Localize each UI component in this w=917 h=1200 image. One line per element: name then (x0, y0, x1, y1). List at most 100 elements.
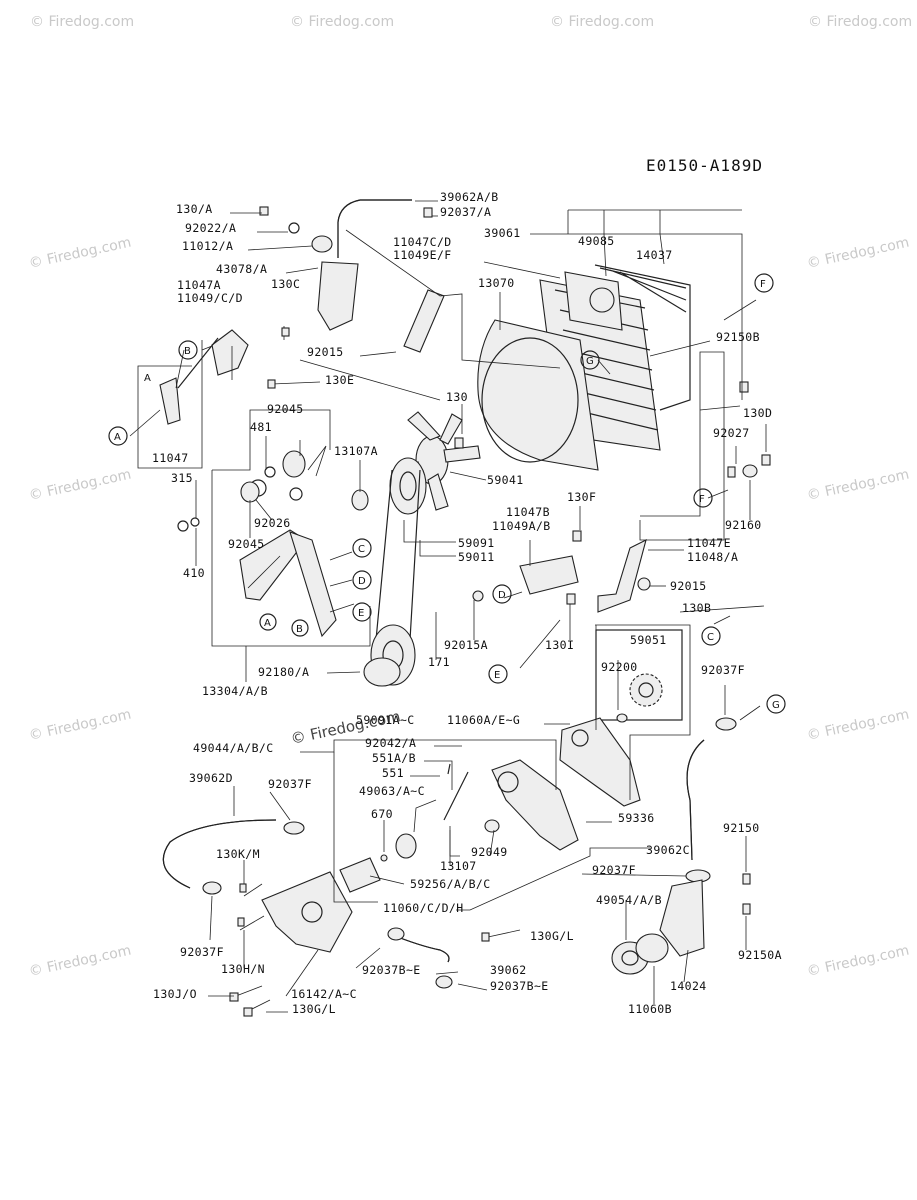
part-label: 59051 (630, 633, 667, 647)
part-label: 59011 (458, 550, 495, 564)
part-label: 130F (567, 490, 596, 504)
part-label: 92015 (307, 345, 344, 359)
part-label: 92150B (716, 330, 760, 344)
part-label: 130G/L (530, 929, 574, 943)
watermark: © Firedog.com (550, 14, 654, 30)
part-label: 14037 (636, 248, 673, 262)
svg-text:B: B (296, 624, 303, 635)
part-label: 92022/A (185, 221, 236, 235)
ref-callout-f: F (754, 273, 774, 293)
svg-text:E: E (358, 608, 364, 619)
svg-text:F: F (760, 279, 766, 290)
watermark: © Firedog.com (806, 235, 911, 272)
watermark: © Firedog.com (28, 235, 133, 272)
fan-shroud (477, 319, 599, 471)
part-label: 59256/A/B/C (410, 877, 491, 891)
watermark: © Firedog.com (806, 467, 911, 504)
ref-callouts: A A A B B C C D D E E F F G G (108, 273, 786, 714)
fan-pulley (389, 457, 427, 515)
part-label: 11049/C/D (177, 291, 243, 305)
part-label: 130/A (176, 202, 213, 216)
svg-text:C: C (358, 544, 365, 555)
part-label: 13304/A/B (202, 684, 268, 698)
part-label: 49085 (578, 234, 615, 248)
part-label: 130 (446, 390, 468, 404)
part-label: 92037B~E (490, 979, 549, 993)
ref-callout-c: C (701, 626, 721, 646)
part-label: 171 (428, 655, 450, 669)
part-label: 11049E/F (393, 248, 452, 262)
ref-callout-g: G (580, 350, 600, 370)
part-label: 59091A~C (356, 713, 415, 727)
svg-text:A: A (114, 432, 121, 443)
radiator-cap (589, 287, 615, 313)
part-label: 130I (545, 638, 574, 652)
part-label: 11060B (628, 1002, 672, 1016)
part-label: 92045 (267, 402, 304, 416)
part-label: 92027 (713, 426, 750, 440)
part-label: 39062 (490, 963, 527, 977)
part-label: 11047C/D (393, 235, 452, 249)
ref-callout-e: E (488, 664, 508, 684)
part-label: 410 (183, 566, 205, 580)
ref-callout-d: D (352, 570, 372, 590)
part-label: 39062C (646, 843, 690, 857)
svg-text:E: E (494, 670, 500, 681)
part-label: 11060A/E~G (447, 713, 520, 727)
part-label: 130G/L (292, 1002, 336, 1016)
part-label: 92037F (701, 663, 745, 677)
part-label: 92037F (592, 863, 636, 877)
ref-callout-a: A (259, 613, 277, 631)
part-label: 92037B~E (362, 963, 421, 977)
left-bracket (211, 329, 249, 376)
svg-text:F: F (699, 494, 705, 505)
leader-lines (129, 200, 767, 1013)
center-bracket (403, 289, 445, 353)
part-label: 92180/A (258, 665, 309, 679)
part-label: 92150 (723, 821, 760, 835)
part-label: 130D (743, 406, 772, 420)
part-label: 13107 (440, 859, 477, 873)
ref-callout-b: B (178, 340, 198, 360)
part-label: 92026 (254, 516, 291, 530)
water-pump (261, 759, 579, 953)
part-label: 130H/N (221, 962, 265, 976)
part-label: 11048/A (687, 550, 738, 564)
part-label: 13107A (334, 444, 378, 458)
gasket-11060a (559, 717, 641, 807)
part-label: 14024 (670, 979, 707, 993)
part-label: 92150A (738, 948, 782, 962)
part-label: 92037F (180, 945, 224, 959)
part-label: 11060/C/D/H (383, 901, 464, 915)
reservoir-cap (311, 235, 333, 253)
tensioner-arm (239, 529, 307, 601)
part-label: 92200 (601, 660, 638, 674)
part-label: 130C (271, 277, 300, 291)
part-label: 92049 (471, 845, 508, 859)
part-label: 92160 (725, 518, 762, 532)
watermark: © Firedog.com (28, 467, 133, 504)
ref-callout-f: F (693, 488, 713, 508)
part-label: 11047A (177, 278, 221, 292)
svg-text:C: C (707, 632, 714, 643)
watermark-layer: © Firedog.com © Firedog.com © Firedog.co… (28, 14, 913, 980)
part-label: 551 (382, 766, 404, 780)
part-label: 130E (325, 373, 354, 387)
ref-callout-b: B (291, 619, 309, 637)
part-label: 130K/M (216, 847, 260, 861)
v-belt (375, 469, 421, 641)
part-label: 49044/A/B/C (193, 741, 274, 755)
ref-callout-c: C (352, 538, 372, 558)
watermark: © Firedog.com (808, 14, 912, 30)
svg-text:A: A (264, 618, 271, 629)
ref-callout-g: G (766, 694, 786, 714)
watermark: © Firedog.com (28, 707, 133, 744)
part-label: 49054/A/B (596, 893, 662, 907)
svg-text:B: B (184, 346, 191, 357)
part-label: 670 (371, 807, 393, 821)
part-label: 39061 (484, 226, 521, 240)
part-label: 59091 (458, 536, 495, 550)
part-label: 92042/A (365, 736, 416, 750)
